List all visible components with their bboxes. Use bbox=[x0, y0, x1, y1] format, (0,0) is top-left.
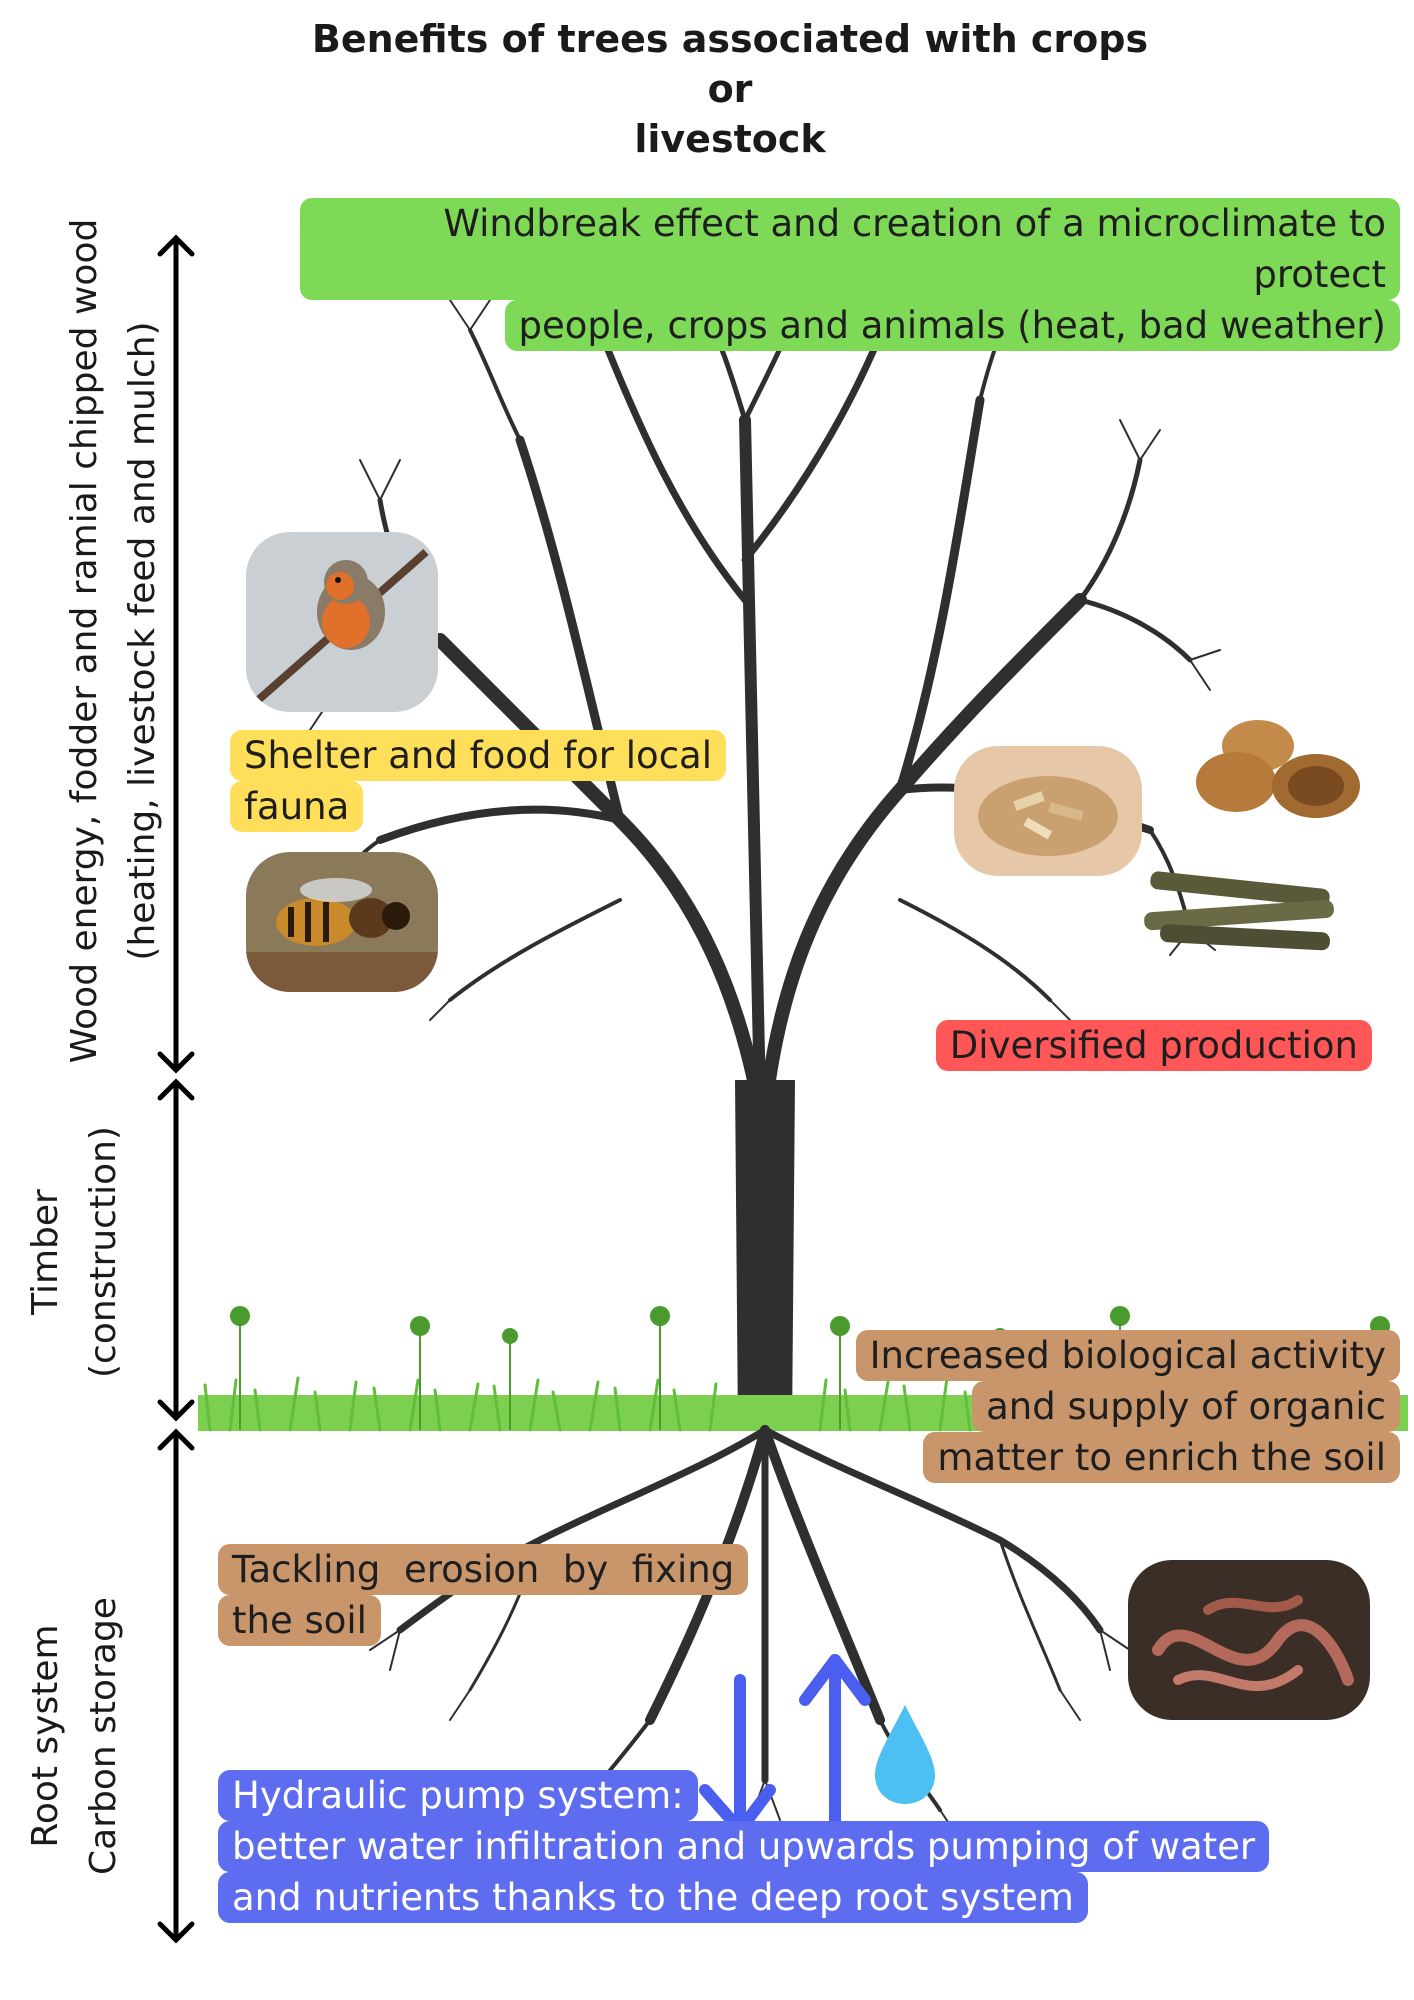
biological-activity-label: Increased biological activity and supply… bbox=[700, 1330, 1400, 1483]
water-drop-icon bbox=[875, 1705, 935, 1804]
walnuts-image bbox=[1186, 716, 1366, 826]
bee-image bbox=[246, 852, 438, 992]
wood-chips-image bbox=[954, 746, 1142, 876]
side-label-root-system: Root system Carbon storage bbox=[25, 1597, 124, 1875]
earthworms-image bbox=[1128, 1560, 1370, 1720]
wood-energy-arrow bbox=[157, 234, 195, 1074]
side-label-wood-energy: Wood energy, fodder and ramial chipped w… bbox=[64, 218, 163, 1064]
windbreak-label: Windbreak effect and creation of a micro… bbox=[300, 198, 1400, 351]
sticks-image bbox=[1140, 870, 1350, 954]
erosion-label: Tackling erosion by fixing the soil bbox=[218, 1544, 918, 1646]
timber-arrow bbox=[157, 1078, 195, 1422]
root-system-arrow bbox=[157, 1428, 195, 1944]
diversified-production-label: Diversified production bbox=[800, 1020, 1372, 1071]
tree-trunk bbox=[735, 1080, 795, 1430]
hydraulic-pump-label: Hydraulic pump system: better water infi… bbox=[218, 1770, 1338, 1923]
water-up-arrow bbox=[799, 1654, 871, 1846]
shelter-label: Shelter and food for local fauna bbox=[230, 730, 830, 832]
robin-image bbox=[246, 532, 438, 712]
page-title: Benefits of trees associated with crops … bbox=[311, 17, 1149, 161]
side-label-timber: Timber (construction) bbox=[25, 1126, 124, 1378]
